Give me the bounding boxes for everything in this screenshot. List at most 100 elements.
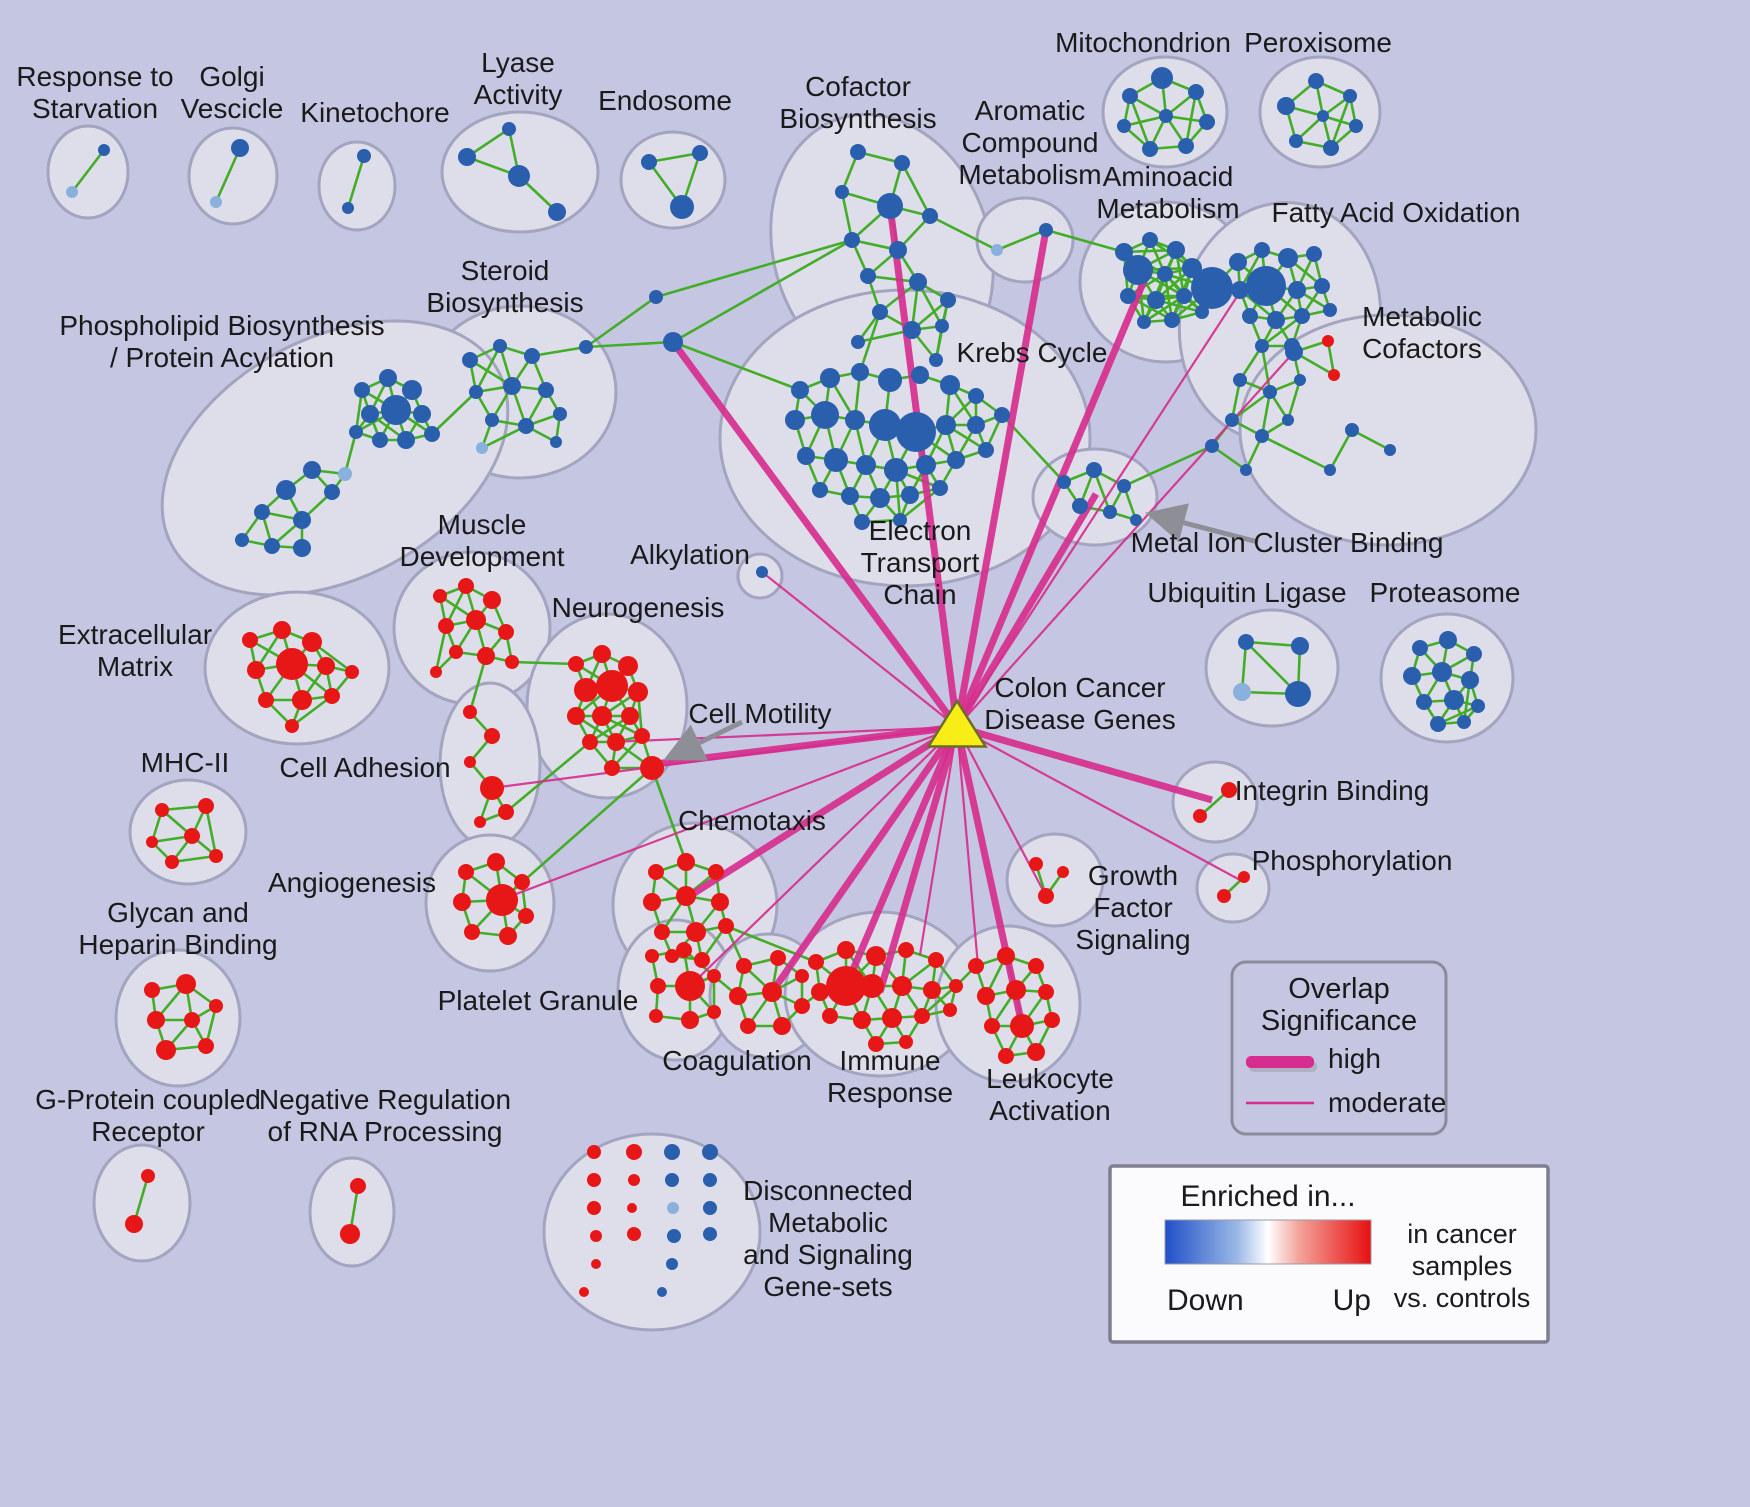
network-node bbox=[1182, 258, 1202, 278]
label-muscle-development: Development bbox=[400, 541, 565, 572]
label-metabolic-cofactors: Cofactors bbox=[1362, 333, 1482, 364]
inter-cluster-edge bbox=[858, 311, 882, 373]
network-node bbox=[235, 533, 249, 547]
network-node bbox=[1255, 429, 1269, 443]
cluster-edge bbox=[1123, 114, 1167, 128]
network-node bbox=[967, 416, 985, 434]
network-node bbox=[505, 655, 519, 669]
label-lyase-activity: Lyase bbox=[481, 47, 555, 78]
network-node bbox=[853, 1011, 871, 1029]
network-node bbox=[1130, 514, 1142, 526]
network-node bbox=[433, 589, 447, 603]
network-node bbox=[144, 982, 160, 998]
network-node bbox=[762, 982, 782, 1002]
label-coagulation: Coagulation bbox=[662, 1045, 811, 1076]
inter-cluster-edge bbox=[431, 391, 477, 435]
network-node bbox=[1294, 374, 1306, 386]
network-node bbox=[664, 1144, 680, 1160]
label-g-protein-coupled-receptor: Receptor bbox=[91, 1116, 205, 1147]
network-node bbox=[923, 981, 941, 999]
network-node bbox=[968, 388, 984, 404]
inter-cluster-edge bbox=[1045, 228, 1125, 254]
network-node bbox=[797, 447, 815, 465]
network-node bbox=[1027, 1043, 1045, 1061]
network-node bbox=[1345, 423, 1359, 437]
network-node bbox=[1416, 694, 1432, 710]
network-node bbox=[837, 941, 855, 959]
network-node bbox=[66, 186, 78, 198]
network-node bbox=[1188, 84, 1204, 100]
network-node bbox=[903, 321, 921, 339]
network-node bbox=[413, 405, 431, 423]
network-node bbox=[824, 448, 848, 472]
network-node bbox=[1057, 475, 1071, 489]
inter-cluster-edge bbox=[585, 340, 674, 349]
network-node bbox=[1233, 373, 1247, 387]
network-node bbox=[1240, 464, 1252, 476]
network-node bbox=[381, 395, 411, 425]
network-node bbox=[977, 987, 995, 1005]
network-node bbox=[968, 958, 984, 974]
network-node bbox=[911, 366, 929, 384]
network-node bbox=[1238, 634, 1254, 650]
network-node bbox=[1343, 89, 1357, 103]
network-node bbox=[820, 368, 840, 388]
network-node bbox=[607, 733, 625, 751]
network-node bbox=[493, 339, 507, 353]
network-node bbox=[1291, 637, 1309, 655]
network-node bbox=[293, 511, 311, 529]
network-node bbox=[943, 1003, 957, 1017]
label-cell-adhesion: Cell Adhesion bbox=[279, 752, 450, 783]
network-node bbox=[254, 504, 270, 520]
network-node bbox=[1039, 223, 1053, 237]
cluster-edge bbox=[840, 191, 854, 241]
network-node bbox=[209, 849, 223, 863]
network-node bbox=[922, 208, 938, 224]
network-node bbox=[548, 203, 566, 221]
network-node bbox=[1466, 646, 1482, 662]
cluster-bubble-g-protein-coupled-receptor bbox=[92, 1143, 192, 1263]
network-node bbox=[264, 538, 280, 554]
network-node bbox=[402, 380, 422, 400]
label-electron-transport-chain: Chain bbox=[883, 579, 956, 610]
hub-edge-high bbox=[953, 492, 1100, 729]
network-node bbox=[978, 442, 994, 458]
network-node bbox=[1439, 631, 1457, 649]
network-node bbox=[1403, 667, 1421, 685]
label-integrin-binding: Integrin Binding bbox=[1235, 775, 1430, 806]
network-node bbox=[850, 144, 866, 160]
network-node bbox=[854, 514, 870, 530]
network-node bbox=[868, 1036, 884, 1052]
network-node bbox=[708, 864, 724, 880]
network-node bbox=[98, 144, 110, 156]
network-node bbox=[736, 958, 752, 974]
network-node bbox=[1057, 866, 1069, 878]
label-disconnected-gene-sets: Gene-sets bbox=[763, 1271, 892, 1302]
network-node bbox=[518, 418, 534, 434]
network-node bbox=[592, 706, 612, 726]
network-node bbox=[1323, 303, 1337, 317]
network-node bbox=[718, 918, 734, 934]
label-aminoacid-metabolism: Aminoacid bbox=[1103, 161, 1234, 192]
hub-edge-high bbox=[953, 229, 1050, 728]
network-node bbox=[258, 692, 274, 708]
layer-nodes bbox=[66, 67, 1485, 1297]
inter-cluster-edge bbox=[531, 345, 587, 358]
network-node bbox=[914, 1008, 930, 1024]
network-node bbox=[1282, 414, 1294, 426]
cluster-bubble-disconnected-gene-sets bbox=[542, 1132, 762, 1332]
network-node bbox=[587, 1173, 601, 1187]
network-node bbox=[628, 1174, 640, 1186]
label-steroid-biosynthesis: Steroid bbox=[461, 255, 550, 286]
cluster-edge bbox=[1245, 640, 1301, 648]
network-node bbox=[550, 436, 562, 448]
network-node bbox=[1306, 246, 1322, 262]
network-node bbox=[464, 924, 480, 940]
network-node bbox=[811, 983, 829, 1001]
network-node bbox=[397, 431, 415, 449]
network-node bbox=[293, 539, 311, 557]
network-node bbox=[514, 874, 530, 890]
network-node bbox=[1471, 699, 1485, 713]
network-node bbox=[357, 149, 371, 163]
network-node bbox=[1308, 73, 1324, 89]
